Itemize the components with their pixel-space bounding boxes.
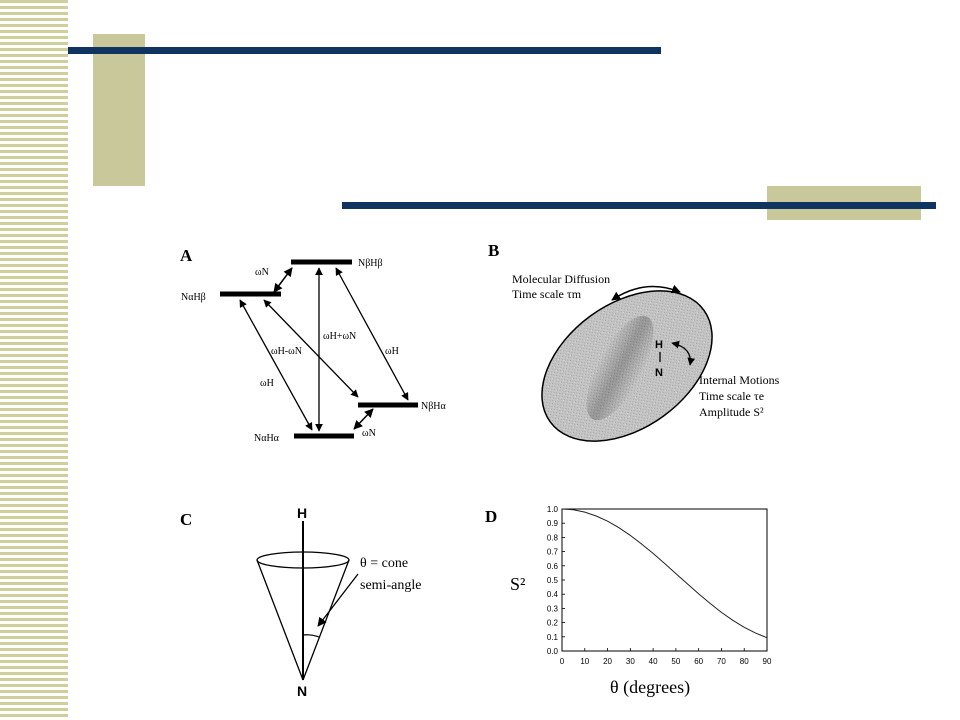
y-tick-label: 0.3 (547, 604, 559, 613)
curve-group (561, 508, 768, 639)
y-axis-label: S² (510, 574, 525, 594)
atom-h-c: H (297, 505, 307, 521)
molecule-shading-band (586, 315, 654, 421)
tan-block-left (93, 34, 145, 186)
x-tick-label: 40 (649, 657, 658, 666)
transition-wH-left-label: ωH (260, 378, 274, 389)
panel-a-label: A (180, 246, 193, 265)
panel-c-label: C (180, 510, 192, 529)
level-bottom-label: NαHα (254, 433, 280, 444)
y-tick-label: 0.1 (547, 633, 559, 642)
cone-right-edge (302, 559, 350, 681)
order-parameter-curve (561, 508, 768, 639)
transition-wH-plus-wN-label: ωH+ωN (323, 331, 356, 342)
y-ticks: 0.0 0.1 0.2 0.3 0.4 0.5 0.6 0.7 0.8 0.9 1.0 (547, 505, 565, 656)
y-tick-label: 1.0 (547, 505, 559, 514)
arrow-wH-left (239, 299, 313, 431)
panel-d-label: D (485, 507, 497, 526)
transition-wH-right-label: ωH (385, 346, 399, 357)
x-tick-label: 60 (694, 657, 703, 666)
arrow-wN-top (273, 267, 293, 293)
x-tick-label: 30 (626, 657, 635, 666)
atom-h-b: H (655, 339, 663, 351)
atom-n-b: N (655, 367, 663, 379)
atom-n-c: N (297, 683, 307, 699)
panel-b-label: B (488, 241, 499, 260)
internal-label-line3: Amplitude S² (699, 405, 764, 419)
semi-angle-pointer (317, 573, 359, 627)
diffusion-label-line2: Time scale τm (512, 287, 582, 301)
y-tick-label: 0.8 (547, 533, 559, 542)
y-tick-label: 0.9 (547, 519, 559, 528)
plot-frame (561, 508, 768, 652)
x-tick-label: 80 (740, 657, 749, 666)
diffusion-arrow (611, 284, 681, 301)
transition-wH-minus-wN-label: ωH-ωN (271, 346, 302, 357)
level-right-label: NβHα (421, 401, 447, 412)
arrow-wH-minus-wN (263, 299, 359, 398)
x-axis-label: θ (degrees) (610, 677, 690, 698)
y-tick-label: 0.5 (547, 576, 559, 585)
diffusion-label-line1: Molecular Diffusion (512, 272, 610, 286)
navy-rule-middle (342, 202, 936, 209)
transition-wN-bottom-label: ωN (362, 428, 376, 439)
y-tick-label: 0.6 (547, 562, 559, 571)
x-tick-label: 20 (603, 657, 612, 666)
level-top-label: NβHβ (358, 258, 383, 269)
x-tick-label: 10 (580, 657, 589, 666)
internal-label-line2: Time scale τe (699, 389, 764, 403)
x-tick-label: 0 (560, 657, 565, 666)
cone-left-edge (256, 559, 304, 681)
theta-label-line1: θ = cone (360, 556, 408, 571)
x-tick-label: 90 (763, 657, 772, 666)
theta-label-line2: semi-angle (360, 578, 421, 593)
y-tick-label: 0.0 (547, 647, 559, 656)
x-ticks: 0 10 20 30 40 50 60 70 80 90 (560, 648, 772, 666)
molecule-ellipse (541, 290, 713, 442)
y-tick-label: 0.2 (547, 619, 559, 628)
arrow-wH-right (335, 267, 409, 401)
x-tick-label: 70 (717, 657, 726, 666)
arrow-wN-bottom (353, 408, 374, 430)
internal-motion-arrow (671, 340, 696, 366)
y-tick-label: 0.7 (547, 548, 559, 557)
level-left-label: NαHβ (181, 292, 206, 303)
semi-angle-arc (302, 634, 320, 638)
navy-rule-top (68, 47, 661, 54)
cone-rim (256, 551, 350, 569)
left-stripe-decoration (0, 0, 68, 720)
internal-label-line1: Internal Motions (699, 373, 780, 387)
y-tick-label: 0.4 (547, 590, 559, 599)
x-tick-label: 50 (671, 657, 680, 666)
transition-wN-top-label: ωN (255, 267, 269, 278)
